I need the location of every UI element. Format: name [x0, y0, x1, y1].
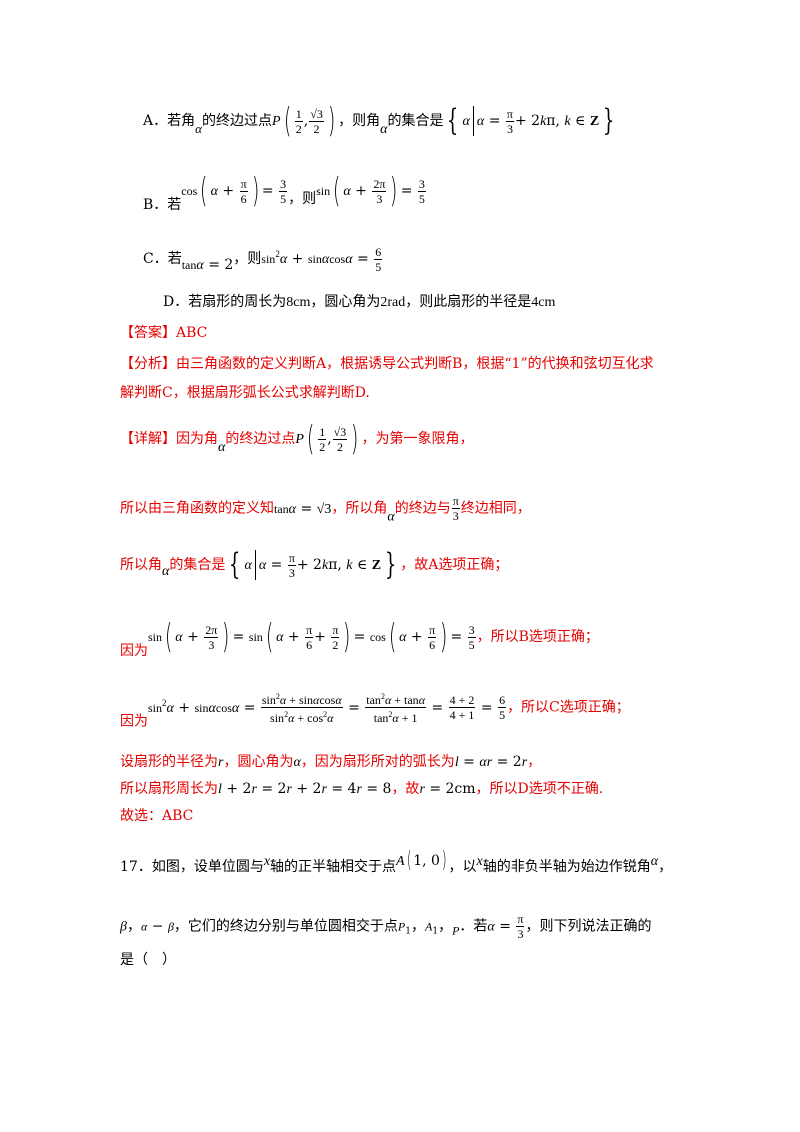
detail-tag: 【详解】: [120, 431, 176, 447]
option-b-label: B．若: [143, 197, 182, 213]
answer-text: ABC: [176, 325, 208, 341]
option-d-label: D．若扇形的周长为: [163, 294, 287, 310]
q17-line-3: 是（ ）: [120, 952, 176, 968]
q17-line-1: 17．如图，设单位圆与x轴的正半轴相交于点A(1, 0)，以x轴的非负半轴为始边…: [120, 848, 673, 875]
answer: 【答案】ABC: [120, 323, 207, 343]
detail-line-7: 所以扇形周长为l + 2r = 2r + 2r = 4r = 8，故r = 2c…: [120, 781, 604, 797]
detail-line-6: 设扇形的半径为r，圆心角为α，因为扇形所对的弧长为l = αr = 2r，: [120, 754, 542, 770]
option-c-label: C．若: [143, 251, 182, 267]
option-a-label: A．若角: [143, 113, 196, 129]
analysis-tag: 【分析】: [120, 356, 176, 372]
option-d: D．若扇形的周长为8cm，圆心角为2rad，则此扇形的半径是4cm: [163, 294, 556, 310]
answer-tag: 【答案】: [120, 325, 176, 341]
analysis-line-1: 【分析】由三角函数的定义判断A，根据诱导公式判断B，根据“1”的代换和弦切互化求: [120, 356, 654, 372]
detail-conclusion: 故选：ABC: [120, 808, 194, 824]
analysis-line-2: 解判断C，根据扇形弧长公式求解判断D.: [120, 385, 370, 401]
